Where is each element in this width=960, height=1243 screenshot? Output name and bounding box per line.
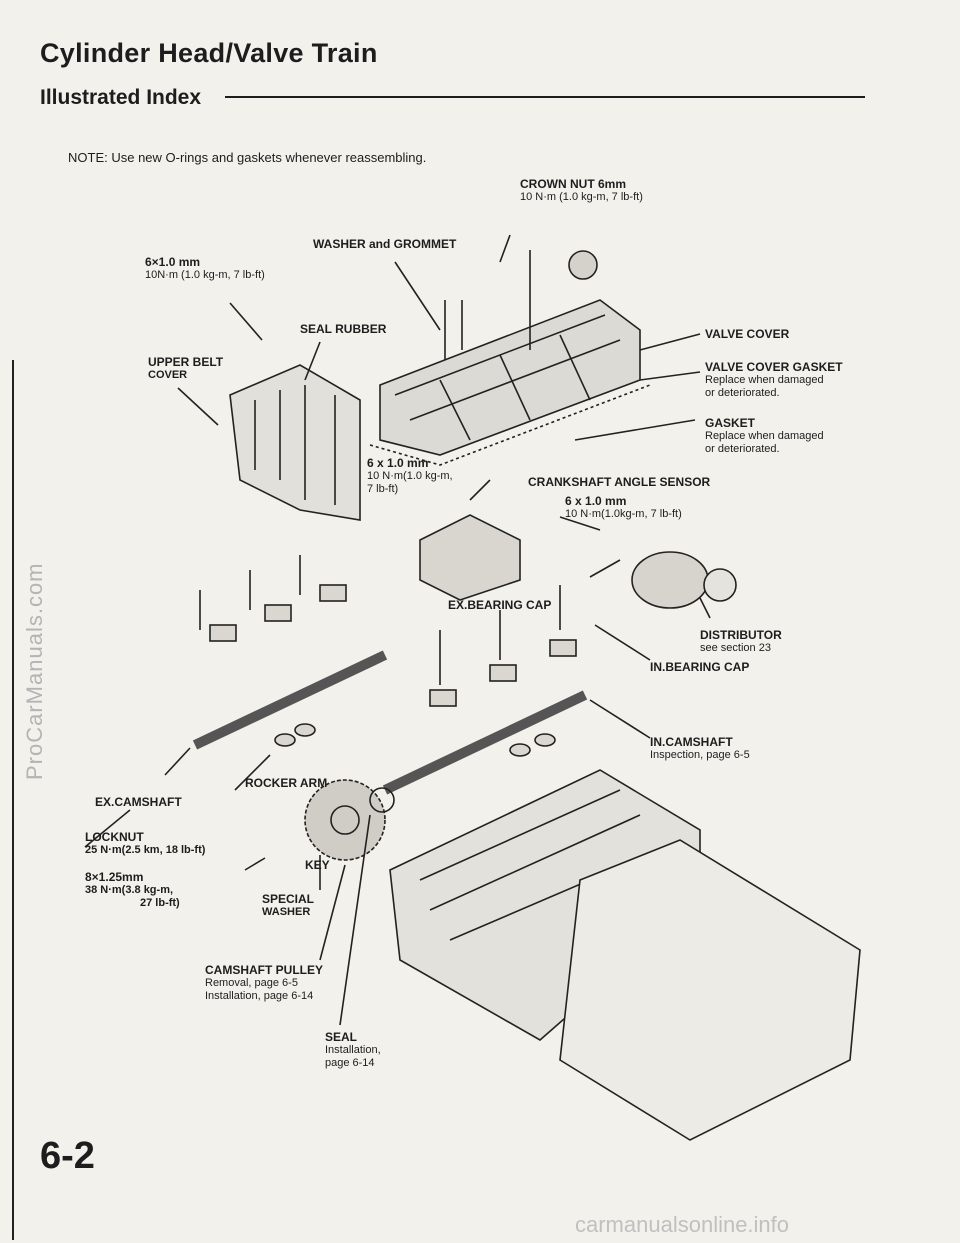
section-subtitle: Illustrated Index [40,86,202,109]
special-washer-label: SPECIAL WASHER [262,892,315,918]
in-camshaft-shape [382,690,588,795]
page-number: 6-2 [40,1135,95,1177]
valve-cover-gasket-shape [369,384,651,466]
seal-rubber-label: SEAL RUBBER [300,322,387,336]
gasket-label: GASKET Replace when damaged or deteriora… [705,416,824,455]
page-title: Cylinder Head/Valve Train [40,38,378,68]
upper-belt-cover-label: UPPER BELT COVER [148,355,224,381]
crown-nut-torque: 10 N·m (1.0 kg-m, 7 lb-ft) [520,191,643,203]
key-label: KEY [305,858,330,872]
upper-belt-cover-shape [229,364,361,521]
rocker-arms [274,723,556,757]
in-bearing-caps [429,639,577,707]
seal-label: SEAL Installation, page 6-14 [325,1030,381,1069]
ex-camshaft-label: EX.CAMSHAFT [95,795,182,809]
footer-watermark: carmanualsonline.info [575,1212,790,1237]
locknut-label: LOCKNUT 25 N·m(2.5 km, 18 lb-ft) [85,830,206,856]
binding-rule [12,360,14,1240]
side-watermark: ProCarManuals.com [22,562,47,780]
valve-cover-gasket-label: VALVE COVER GASKET Replace when damaged … [705,360,843,399]
camshaft-pulley-label: CAMSHAFT PULLEY Removal, page 6-5 Instal… [205,963,323,1002]
seal-shape [369,787,395,813]
crown-nut-label: CROWN NUT 6mm 10 N·m (1.0 kg-m, 7 lb-ft) [520,177,643,203]
intake-manifold-shape [559,839,861,1141]
reassembly-note: NOTE: Use new O-rings and gaskets whenev… [68,150,427,165]
crank-angle-sensor-label: CRANKSHAFT ANGLE SENSOR [528,475,711,489]
bolt-d-label: 8×1.25mm 38 N·m(3.8 kg-m, 27 lb-ft) [85,870,180,909]
washer-grommet-label: WASHER and GROMMET [313,237,457,251]
distributor-label: DISTRIBUTOR see section 23 [700,628,782,654]
title-rule [225,96,865,98]
rocker-arm-label: ROCKER ARM [245,776,328,790]
bolt-a-label: 6×1.0 mm 10N·m (1.0 kg-m, 7 lb-ft) [145,255,265,281]
crank-sensor-shape [419,514,521,601]
bolt-a-torque: 10N·m (1.0 kg-m, 7 lb-ft) [145,269,265,281]
ex-bearing-caps [209,584,347,642]
ex-bearing-cap-label: EX.BEARING CAP [448,598,552,612]
bolt-c-label: 6 x 1.0 mm 10 N·m(1.0kg-m, 7 lb-ft) [565,494,682,520]
ex-camshaft-shape [192,650,388,750]
in-bearing-cap-label: IN.BEARING CAP [650,660,750,674]
bolt-b-label: 6 x 1.0 mm 10 N·m(1.0 kg-m, 7 lb-ft) [367,456,453,495]
camshaft-pulley-shape [304,779,386,861]
distributor-shape [631,551,709,609]
in-camshaft-label: IN.CAMSHAFT Inspection, page 6-5 [650,735,750,761]
oil-filler-cap-shape [568,250,598,280]
valve-cover-label: VALVE COVER [705,327,790,341]
